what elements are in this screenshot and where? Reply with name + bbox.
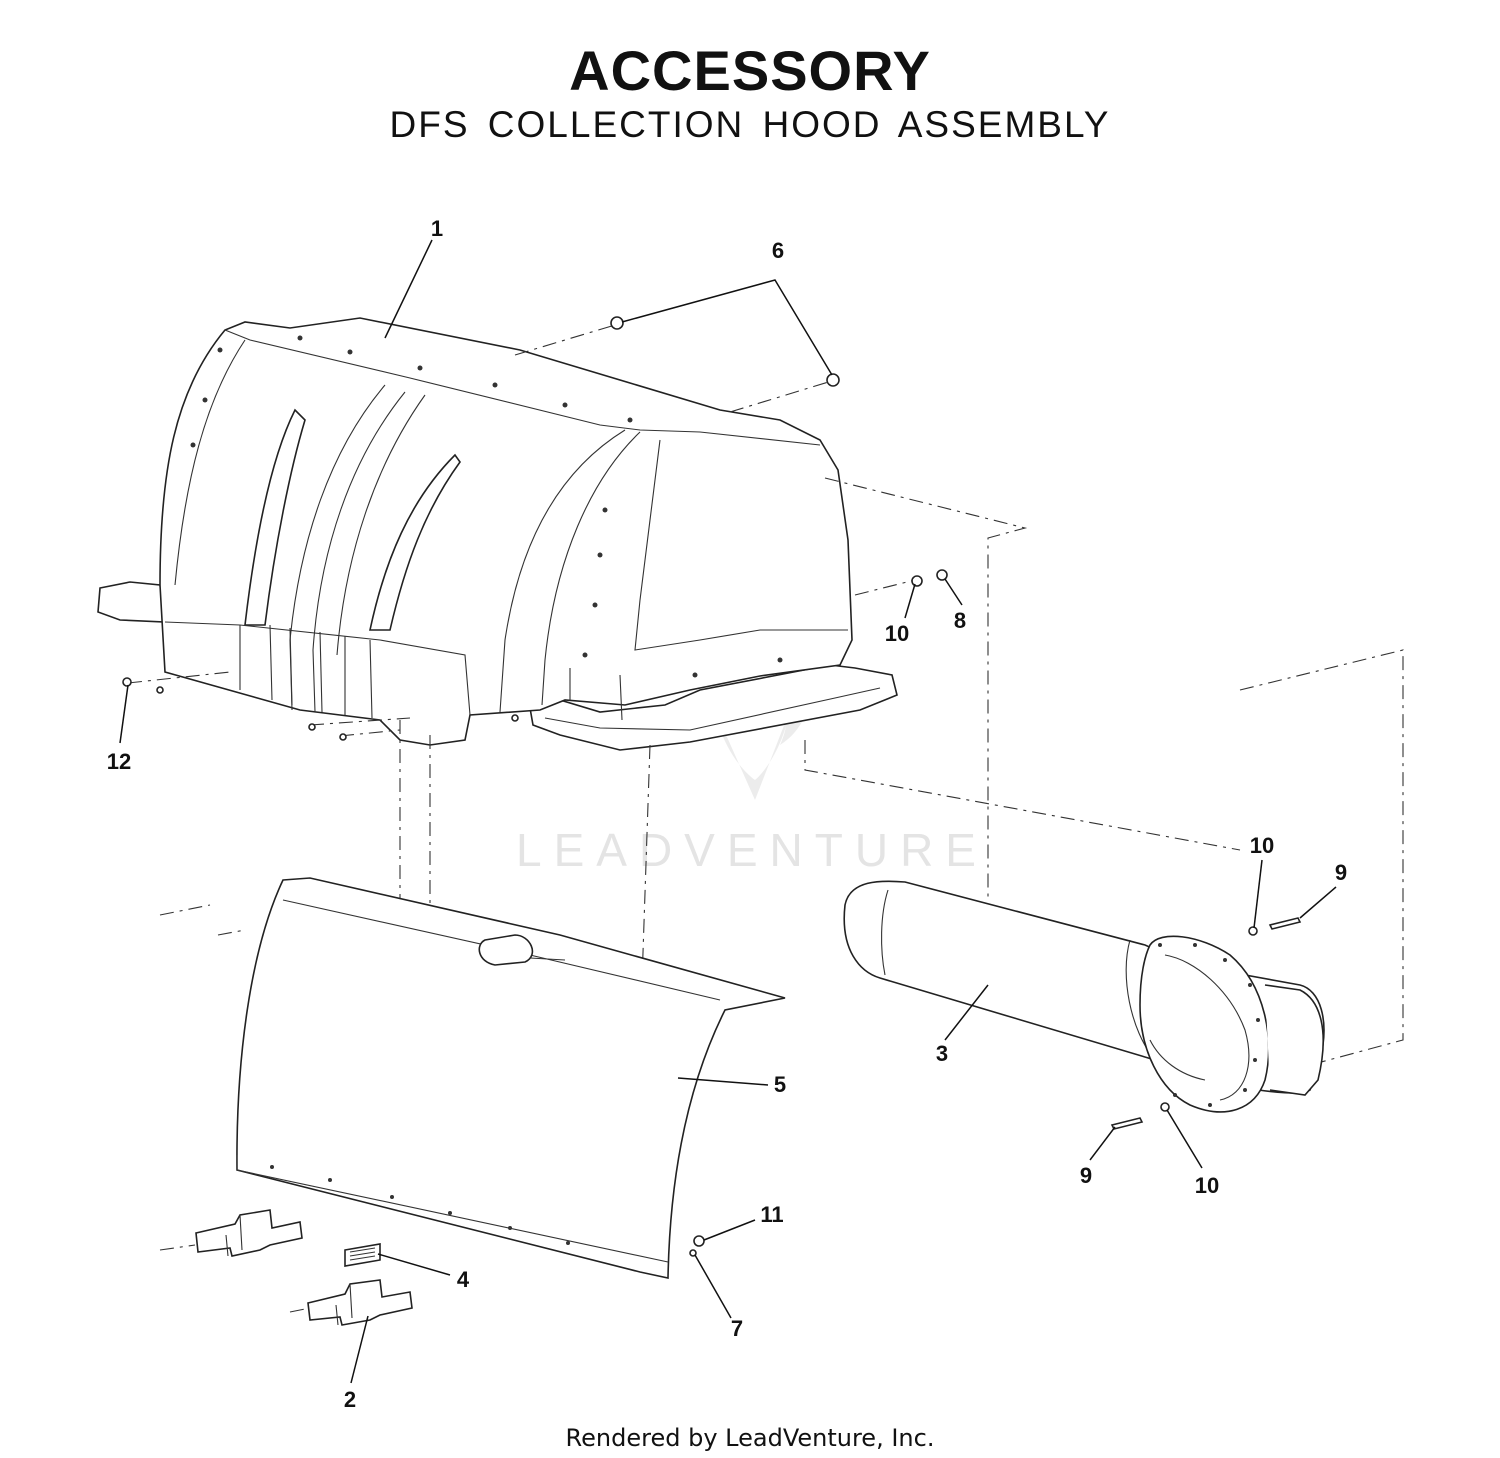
callout-8: 8 (954, 608, 966, 633)
part-3-tube (843, 880, 1325, 1130)
hood-hardware (122, 316, 948, 741)
part-1-hood (97, 317, 898, 751)
callout-4: 4 (457, 1267, 470, 1292)
callout-11: 11 (760, 1202, 783, 1227)
callout-3: 3 (936, 1041, 948, 1066)
part-4-decal (344, 1243, 381, 1267)
callout-2: 2 (344, 1387, 356, 1412)
page-subtitle: DFS COLLECTION HOOD ASSEMBLY (389, 104, 1111, 145)
callout-10-c: 10 (1195, 1173, 1219, 1198)
page-title: ACCESSORY (569, 39, 931, 102)
callout-9-b: 9 (1080, 1163, 1092, 1188)
part-5-deflector (236, 877, 786, 1279)
callout-6: 6 (772, 238, 784, 263)
footer-credit: Rendered by LeadVenture, Inc. (565, 1424, 935, 1452)
callout-labels: 1 6 10 8 12 10 9 3 5 9 10 11 4 7 2 (107, 216, 1347, 1412)
callout-12: 12 (107, 749, 131, 774)
watermark-text: LEADVENTURE (516, 824, 988, 876)
callout-10-a: 10 (885, 621, 909, 646)
callout-7: 7 (731, 1316, 743, 1341)
leader-lines (119, 239, 1337, 1384)
part-2-brackets (195, 1209, 413, 1326)
callout-9-a: 9 (1335, 860, 1347, 885)
callout-1: 1 (431, 216, 443, 241)
callout-5: 5 (774, 1072, 786, 1097)
callout-10-b: 10 (1250, 833, 1274, 858)
